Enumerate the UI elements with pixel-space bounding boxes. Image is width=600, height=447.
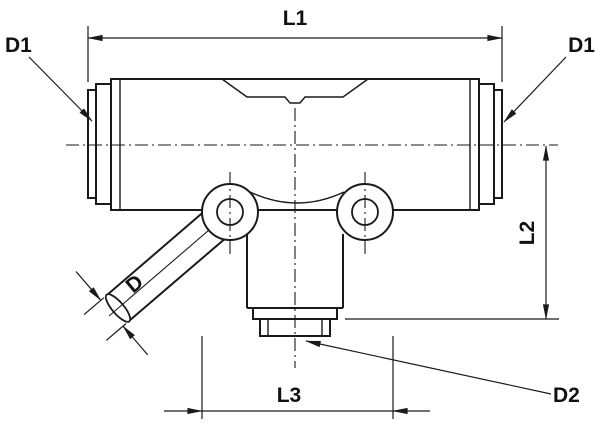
label-d1-right: D1 [568, 34, 595, 57]
inserted-tube [104, 212, 226, 323]
d1-right-leader [503, 56, 567, 123]
tube-edge-upper [106, 212, 203, 296]
d1-left-leader [28, 56, 93, 122]
d-arrow-lower [122, 325, 149, 356]
left-release-ring [95, 83, 112, 205]
port-saddle-curve [249, 191, 345, 204]
left-end-cap [87, 89, 97, 199]
dimensions: L1 D1 D1 L2 L3 D D [5, 7, 595, 419]
label-l2: L2 [516, 221, 539, 246]
d2-leader [305, 340, 552, 395]
d-arrow-upper [75, 271, 102, 301]
label-d1-left: D1 [5, 34, 32, 57]
centerlines [66, 108, 558, 368]
right-end-cap [493, 89, 503, 199]
label-l1: L1 [283, 7, 308, 30]
tube-axis-line [108, 223, 217, 317]
tube-edge-lower [128, 238, 226, 322]
right-release-ring [478, 83, 495, 205]
d-extension-upper [83, 297, 105, 316]
label-l3: L3 [277, 384, 302, 407]
label-d2: D2 [553, 384, 580, 407]
hex-profile-top [221, 78, 369, 104]
